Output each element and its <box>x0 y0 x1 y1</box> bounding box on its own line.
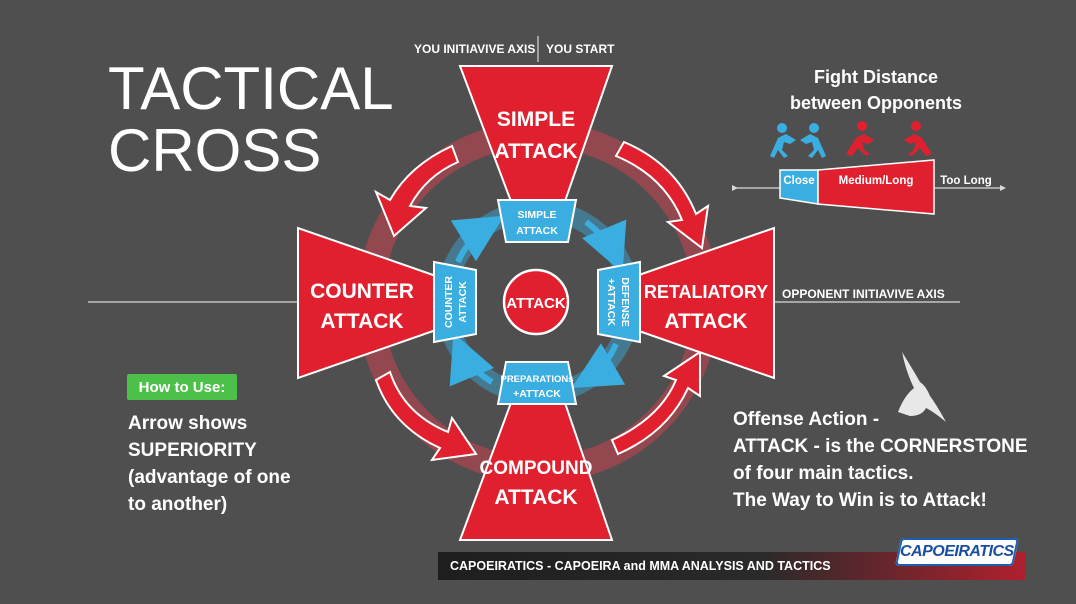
offense-line3: of four main tactics. <box>733 463 914 484</box>
medium-long-distance-segment <box>817 159 935 215</box>
retaliatory-attack-line1: RETALIATORY <box>644 282 768 302</box>
inner-simple-line1: SIMPLE <box>517 209 556 221</box>
compound-attack-line2: ATTACK <box>494 486 577 509</box>
how-to-use-line2: SUPERIORITY <box>128 440 257 461</box>
offense-line1: Offense Action - <box>733 409 880 430</box>
far-fighter-icon <box>904 121 932 156</box>
opponent-initiative-axis-label: OPPONENT INITIAVIVE AXIS <box>782 287 945 301</box>
distance-axis-arrowhead <box>1000 185 1006 191</box>
fight-distance-title: Fight Distance between Opponents <box>778 64 974 116</box>
footer-banner: CAPOEIRATICS - CAPOEIRA and MMA ANALYSIS… <box>438 552 1026 580</box>
inner-preparations-line2: +ATTACK <box>513 388 561 400</box>
inner-counter-line1: COUNTER <box>443 276 455 328</box>
how-to-use-text: Arrow shows SUPERIORITY (advantage of on… <box>128 410 368 518</box>
simple-attack-line2: ATTACK <box>494 140 577 163</box>
offense-line4: The Way to Win is to Attack! <box>733 490 987 511</box>
medium-fighter-icon <box>846 121 874 156</box>
inner-simple-attack-box <box>496 199 578 243</box>
title-line-2: CROSS <box>108 117 322 184</box>
how-to-use-line4: to another) <box>128 494 228 515</box>
how-to-use-line1: Arrow shows <box>128 413 248 434</box>
logo-text: CAPOEIRATICS <box>900 543 1014 560</box>
retaliatory-attack-line2: ATTACK <box>664 310 747 333</box>
simple-attack-line1: SIMPLE <box>497 108 575 131</box>
inner-arrow-bottom-right <box>571 342 626 389</box>
how-to-use-line3: (advantage of one <box>128 467 291 488</box>
inner-counter-attack-box <box>433 260 477 344</box>
medium-long-distance-label: Medium/Long <box>839 175 914 187</box>
page-title: TACTICAL CROSS <box>108 58 394 182</box>
inner-preparations-box <box>496 361 578 405</box>
footer-text: CAPOEIRATICS - CAPOEIRA and MMA ANALYSIS… <box>450 559 831 573</box>
distance-axis-tail <box>732 185 738 191</box>
counter-attack-line2: ATTACK <box>320 310 403 333</box>
inner-simple-line2: ATTACK <box>516 225 558 237</box>
fight-distance-title-line2: between Opponents <box>789 93 962 113</box>
fight-distance-title-line1: Fight Distance <box>813 67 938 87</box>
center-attack-circle <box>502 268 570 336</box>
capoeiratics-logo: CAPOEIRATICS <box>895 538 1019 566</box>
outer-arrow-top-right <box>614 140 710 250</box>
inner-preparations-line1: PREPARATIONs <box>500 374 573 385</box>
close-distance-label: Close <box>783 175 814 187</box>
counter-attack-line1: COUNTER <box>310 280 414 303</box>
compound-attack-line1: COMPOUND <box>480 458 593 479</box>
you-initiative-axis-label: YOU INITIAVIVE AXIS <box>414 42 536 56</box>
inner-counter-line2: ATTACK <box>457 281 469 323</box>
how-to-use-badge: How to Use: <box>127 374 237 400</box>
inner-defense-attack-box <box>597 260 641 344</box>
offense-line2: ATTACK - is the CORNERSTONE <box>733 436 1028 457</box>
inner-defense-line1: DEFENSE <box>619 277 631 327</box>
inner-arrow-bottom-left <box>449 332 495 387</box>
offense-action-text: Offense Action - ATTACK - is the CORNERS… <box>733 406 1053 514</box>
too-long-distance-label: Too Long <box>940 175 992 187</box>
outer-arrow-top-left <box>373 144 460 238</box>
you-start-label: YOU START <box>546 42 615 56</box>
eagle-icon <box>898 352 946 422</box>
close-fighters-icon <box>770 123 826 158</box>
outer-arrow-bottom-left <box>374 370 478 462</box>
inner-defense-line2: +ATTACK <box>605 278 617 326</box>
inner-arrow-top-left <box>450 215 505 264</box>
center-attack-label: ATTACK <box>506 295 566 312</box>
inner-arrow-top-right <box>581 219 627 274</box>
title-line-1: TACTICAL <box>108 55 394 122</box>
